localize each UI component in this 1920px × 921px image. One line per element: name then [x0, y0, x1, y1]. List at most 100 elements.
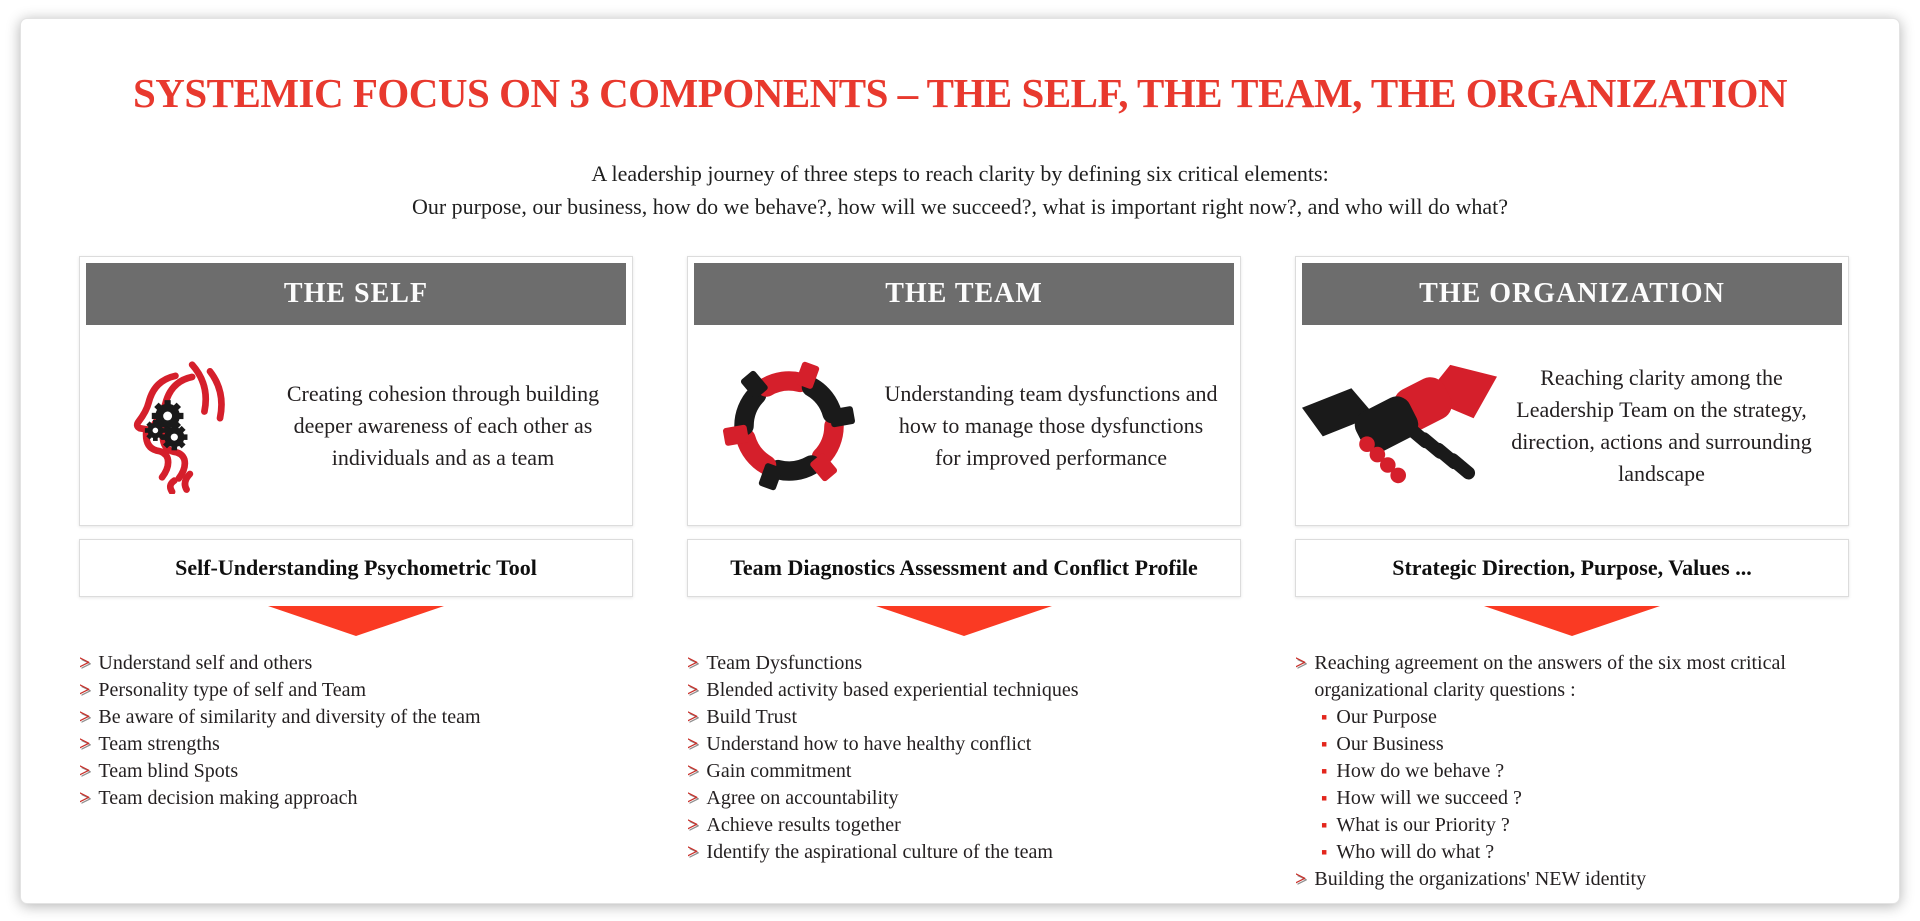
square-bullet-icon: ▪ [1321, 761, 1328, 781]
bullet-item: > Team Dysfunctions [687, 650, 1241, 677]
bullet-item: ▪ Our Business [1295, 731, 1849, 758]
bullet-text: Achieve results together [706, 814, 901, 836]
bullet-text: Understand how to have healthy conflict [706, 733, 1032, 755]
team-tool-label: Team Diagnostics Assessment and Conflict… [687, 539, 1241, 597]
organization-description: Reaching clarity among the Leadership Te… [1511, 365, 1812, 486]
arrow-bullet-icon: > [79, 760, 91, 782]
bullet-item: > Understand self and others [79, 650, 633, 677]
bullet-item: > Team decision making approach [79, 785, 633, 812]
team-header-bar: THE TEAM [694, 263, 1234, 325]
self-card-body: Creating cohesion through building deepe… [80, 331, 632, 521]
arrow-bullet-icon: > [79, 706, 91, 728]
organization-tool-label: Strategic Direction, Purpose, Values ... [1295, 539, 1849, 597]
bullet-text: Identify the aspirational culture of the… [706, 841, 1053, 863]
arrow-bullet-icon: > [79, 652, 91, 674]
organization-icon-box [1302, 361, 1497, 491]
bullet-item: > Build Trust [687, 704, 1241, 731]
subtitle-line-1: A leadership journey of three steps to r… [591, 161, 1329, 186]
square-bullet-icon: ▪ [1321, 788, 1328, 808]
bullet-item: >Agree on accountability [687, 785, 1241, 812]
organization-down-arrow-icon [1484, 606, 1660, 636]
self-description: Creating cohesion through building deepe… [286, 381, 600, 470]
arrow-bullet-icon: > [687, 652, 699, 674]
bullet-text: How do we behave ? [1336, 760, 1505, 782]
self-bullet-list: > Understand self and others > Personality … [79, 650, 633, 812]
bullet-text: Team blind Spots [98, 760, 239, 782]
arrow-bullet-icon: > [687, 760, 699, 782]
team-description: Understanding team dysfunctions and how … [884, 381, 1218, 470]
bullet-item: > Team blind Spots [79, 758, 633, 785]
team-card-body: Understanding team dysfunctions and how … [688, 331, 1240, 521]
column-self: THE SELF [79, 256, 633, 812]
bullet-item: ▪ Who will do what ? [1295, 839, 1849, 866]
bullet-text: Building the organizations' NEW identity [1314, 868, 1647, 890]
bullet-item: > Building the organizations' NEW identit… [1295, 866, 1849, 893]
slide-frame: SYSTEMIC FOCUS ON 3 COMPONENTS – THE SEL… [20, 18, 1900, 904]
bullet-text: Who will do what ? [1336, 841, 1495, 863]
team-bullet-list: > Team Dysfunctions > Blended activity base… [687, 650, 1241, 866]
bullet-item: > Blended activity based experiential tec… [687, 677, 1241, 704]
arrow-bullet-icon: > [687, 841, 699, 863]
bullet-text: How will we succeed ? [1336, 787, 1522, 809]
column-organization: THE ORGANIZATION [1295, 256, 1849, 893]
square-bullet-icon: ▪ [1321, 707, 1328, 727]
self-tool-label: Self-Understanding Psychometric Tool [79, 539, 633, 597]
square-bullet-icon: ▪ [1321, 734, 1328, 754]
bullet-item: ▪ What is our Priority ? [1295, 812, 1849, 839]
bullet-item: ▪ Our Purpose [1295, 704, 1849, 731]
bullet-text: Team strengths [98, 733, 220, 755]
bullet-text: Team decision making approach [98, 787, 358, 809]
bullet-text: What is our Priority ? [1336, 814, 1510, 836]
arrow-bullet-icon: > [687, 733, 699, 755]
arrow-bullet-icon: > [1295, 652, 1307, 674]
organization-bullet-list: > Reaching agreement on the answers of th… [1295, 650, 1849, 893]
bullet-text: Personality type of self and Team [98, 679, 367, 701]
column-team: THE TEAM [687, 256, 1241, 866]
bullet-text: Our Business [1336, 733, 1444, 755]
team-icon-box [694, 351, 884, 501]
bullet-item: > Achieve results together [687, 812, 1241, 839]
organization-header-bar: THE ORGANIZATION [1302, 263, 1842, 325]
bullet-text: Gain commitment [706, 760, 852, 782]
bullet-text: Be aware of similarity and diversity of … [98, 706, 481, 728]
bullet-item: ▪ How will we succeed ? [1295, 785, 1849, 812]
arrow-bullet-icon: > [687, 679, 699, 701]
bullet-item: > Personality type of self and Team [79, 677, 633, 704]
arrow-bullet-icon: > [1295, 868, 1307, 890]
self-icon-box [86, 358, 276, 494]
bullet-item: > Be aware of similarity and diversity of… [79, 704, 633, 731]
bullet-item: > Reaching agreement on the answers of th… [1295, 650, 1849, 704]
self-down-arrow-icon [268, 606, 444, 636]
bullet-text: Understand self and others [98, 652, 313, 674]
bullet-text: Our Purpose [1336, 706, 1437, 728]
bullet-text: Blended activity based experiential tech… [706, 679, 1079, 701]
subtitle: A leadership journey of three steps to r… [21, 157, 1899, 223]
square-bullet-icon: ▪ [1321, 842, 1328, 862]
bullet-text: Team Dysfunctions [706, 652, 863, 674]
page-title: SYSTEMIC FOCUS ON 3 COMPONENTS – THE SEL… [132, 70, 1788, 116]
organization-handshake-icon [1302, 364, 1497, 484]
organization-card-body: Reaching clarity among the Leadership Te… [1296, 331, 1848, 521]
arrow-bullet-icon: > [79, 733, 91, 755]
arrow-bullet-icon: > [79, 787, 91, 809]
arrow-bullet-icon: > [687, 814, 699, 836]
self-heads-gears-icon [133, 361, 225, 494]
bullet-item: > Gain commitment [687, 758, 1241, 785]
subtitle-line-2: Our purpose, our business, how do we beh… [411, 194, 1509, 219]
self-header-bar: THE SELF [86, 263, 626, 325]
organization-card: THE ORGANIZATION [1295, 256, 1849, 526]
bullet-item: > Identify the aspirational culture of th… [687, 839, 1241, 866]
bullet-text: Reaching agreement on the answers of the… [1314, 652, 1786, 701]
bullet-text: Agree on accountability [706, 787, 899, 809]
team-hands-circle-icon [722, 361, 856, 491]
square-bullet-icon: ▪ [1321, 815, 1328, 835]
self-card: THE SELF [79, 256, 633, 526]
bullet-text: Build Trust [706, 706, 798, 728]
arrow-bullet-icon: > [687, 706, 699, 728]
bullet-item: > Understand how to have healthy conflict [687, 731, 1241, 758]
bullet-item: ▪ How do we behave ? [1295, 758, 1849, 785]
team-down-arrow-icon [876, 606, 1052, 636]
bullet-item: > Team strengths [79, 731, 633, 758]
arrow-bullet-icon: > [79, 679, 91, 701]
